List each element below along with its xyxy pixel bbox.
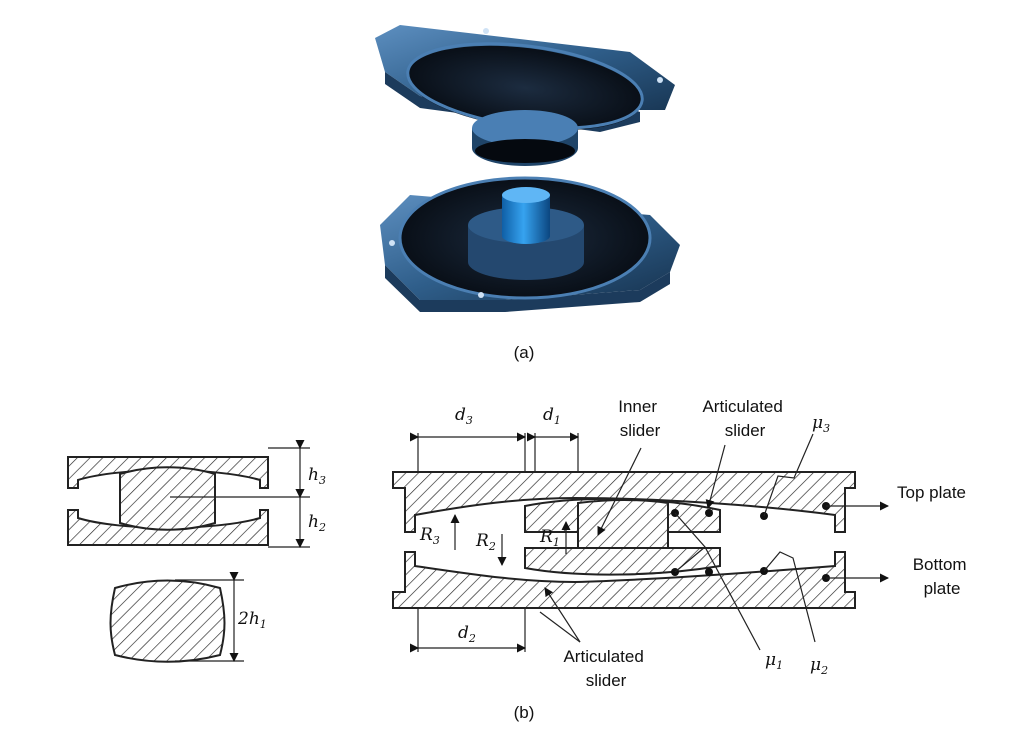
R3-label: R3 (419, 525, 440, 547)
bottom-plate-section (392, 551, 856, 609)
assembled-section: d3 d1 d2 R3 R2 R1 μ3 μ1 μ2 Inner slider … (392, 397, 972, 690)
inner-slider-label: Inner slider (618, 397, 661, 440)
top-plate-label: Top plate (897, 483, 966, 502)
articulated-slider-3d (472, 110, 578, 166)
articulated-slider-section (119, 466, 216, 531)
articulated-slider-bottom-label: Articulated slider (563, 647, 648, 690)
exploded-section: h3 h2 2h1 (67, 440, 326, 663)
mu1-label: μ1 (765, 650, 783, 672)
h1-label: 2h1 (237, 609, 267, 631)
mu2-label: μ2 (810, 655, 828, 677)
caption-b: (b) (514, 703, 535, 722)
h2-label: h2 (308, 512, 326, 534)
h3-label: h3 (308, 465, 326, 487)
d2-label: d2 (458, 623, 476, 645)
articulated-slider-top-label: Articulated slider (702, 397, 787, 440)
inner-slider-section (109, 579, 226, 663)
d3-label: d3 (455, 405, 473, 427)
d1-label: d1 (543, 405, 561, 427)
caption-a: (a) (514, 343, 535, 362)
bottom-plate-3d (380, 176, 680, 312)
bearing-3d-illustration (375, 25, 680, 312)
R1-label: R1 (539, 527, 560, 549)
mu3-label: μ3 (812, 413, 830, 435)
bottom-plate-label: Bottom plate (913, 555, 972, 598)
R2-label: R2 (475, 531, 496, 553)
bottom-articulated-slider-section (524, 547, 721, 576)
top-plate-3d (375, 25, 675, 132)
